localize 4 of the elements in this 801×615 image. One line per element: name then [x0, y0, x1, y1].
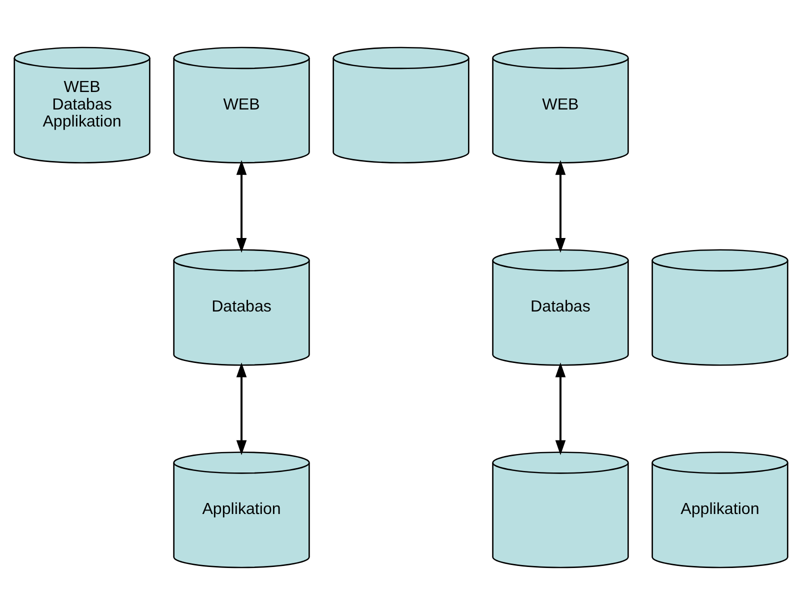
arrow: [236, 160, 246, 253]
arrow: [236, 362, 246, 456]
arrow: [554, 160, 566, 253]
arrow: [554, 362, 566, 456]
